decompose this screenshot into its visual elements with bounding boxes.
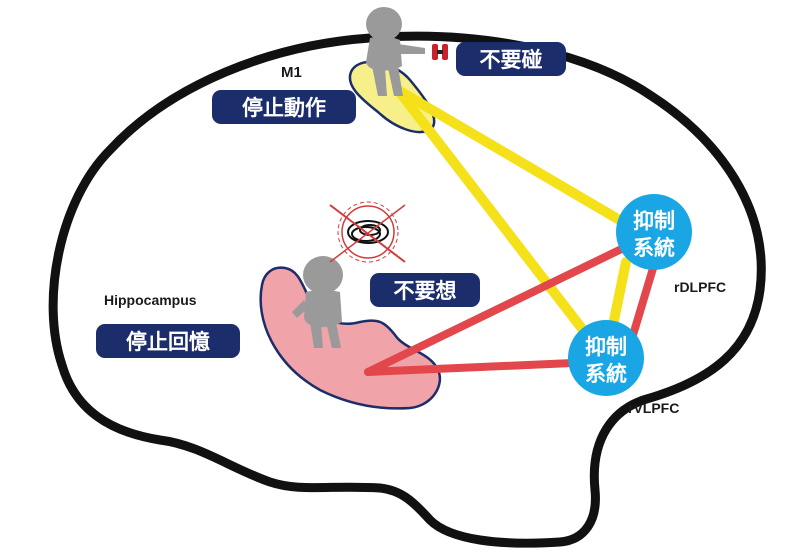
forbidden-thought-icon <box>329 201 406 263</box>
think-thought-label: 不要想 <box>394 279 457 303</box>
m1-action-pill: 停止動作 <box>212 90 356 124</box>
child-figure-m1-icon <box>366 7 425 96</box>
m1-name-label: M1 <box>281 64 302 81</box>
yellow-path-rdlpfc-rvlpfc <box>607 257 631 335</box>
touch-thought-label: 不要碰 <box>480 48 543 72</box>
rvlpfc-node-line1: 抑制 <box>585 335 627 359</box>
rdlpfc-node: 抑制 系統 <box>616 194 692 270</box>
forbidden-object-icon <box>432 44 448 60</box>
hippocampus-name-label: Hippocampus <box>104 292 197 308</box>
rvlpfc-node-line2: 系統 <box>585 362 627 386</box>
rdlpfc-name-label: rDLPFC <box>674 279 726 295</box>
m1-action-label: 停止動作 <box>242 96 326 120</box>
rvlpfc-node: 抑制 系統 <box>568 320 644 396</box>
hippocampus-action-label: 停止回憶 <box>126 330 210 354</box>
rvlpfc-name-label: rVLPFC <box>628 400 679 416</box>
rdlpfc-node-line2: 系統 <box>633 236 675 260</box>
yellow-path-m1-rvlpfc <box>393 85 605 357</box>
think-thought-pill: 不要想 <box>370 273 480 307</box>
yellow-path-m1-rdlpfc <box>393 85 645 237</box>
red-path-hippocampus-rdlpfc <box>364 236 644 376</box>
touch-thought-pill: 不要碰 <box>456 42 566 76</box>
hippocampus-action-pill: 停止回憶 <box>96 324 240 358</box>
rdlpfc-node-line1: 抑制 <box>633 209 675 233</box>
child-figure-hippocampus-icon <box>292 256 343 348</box>
red-path-rdlpfc-rvlpfc <box>626 261 658 349</box>
red-path-hippocampus-rvlpfc <box>364 358 599 376</box>
